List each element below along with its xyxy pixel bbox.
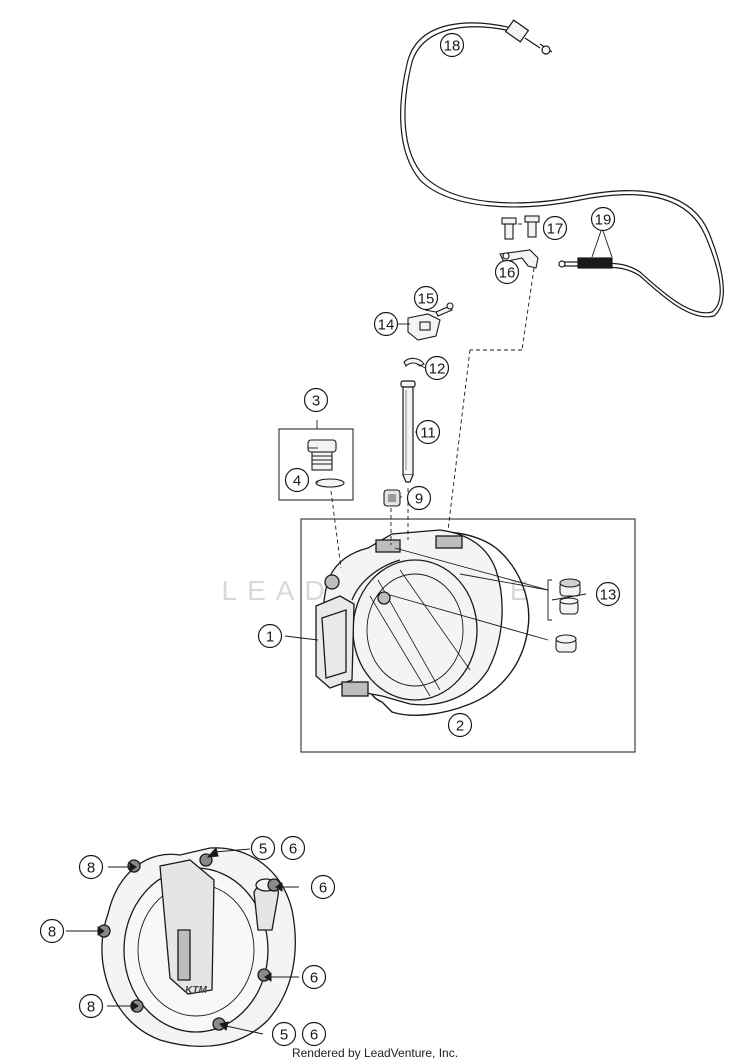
callout-number: 4 <box>293 473 301 490</box>
callout-circle <box>250 835 276 861</box>
callout-c9: 9 <box>406 485 432 511</box>
callout-c16: 16 <box>494 259 520 285</box>
callout-circle <box>78 854 104 880</box>
callout-c14: 14 <box>373 311 399 337</box>
callout-c4: 4 <box>284 467 310 493</box>
callout-circle <box>301 964 327 990</box>
leader-lines <box>284 223 613 641</box>
callout-c1: 1 <box>257 623 283 649</box>
callout-c8c: 8 <box>78 993 104 1019</box>
callout-circle <box>271 1021 297 1047</box>
callout-number: 15 <box>418 291 435 308</box>
callout-number: 3 <box>312 393 320 410</box>
callout-circle <box>595 581 621 607</box>
callout-circle <box>78 993 104 1019</box>
svg-text:KTM: KTM <box>185 985 207 996</box>
callout-c6a: 6 <box>280 835 306 861</box>
callout-circle <box>406 485 432 511</box>
assembled-clutch-cover: KTM <box>97 847 296 1048</box>
oil-filler-plug <box>307 439 345 488</box>
callout-number: 18 <box>444 38 461 55</box>
callout-c6d: 6 <box>301 1021 327 1047</box>
callout-circle <box>373 311 399 337</box>
callout-number: 6 <box>310 1027 318 1044</box>
callout-number: 8 <box>87 860 95 877</box>
callout-number: 11 <box>420 425 436 442</box>
lower-leader-arrows <box>66 846 299 1035</box>
callout-c5b: 5 <box>271 1021 297 1047</box>
callout-number: 12 <box>429 361 446 378</box>
oil-plug-group-box <box>278 428 354 501</box>
callout-number: 1 <box>266 629 274 646</box>
callout-circle <box>424 355 450 381</box>
callout-circle <box>415 419 441 445</box>
clutch-cover-group-box <box>300 518 636 753</box>
callout-c11: 11 <box>415 419 441 445</box>
callout-number: 16 <box>499 265 516 282</box>
callout-circle <box>257 623 283 649</box>
callout-number: 6 <box>310 970 318 987</box>
callout-c8a: 8 <box>78 854 104 880</box>
clutch-cable <box>400 19 724 318</box>
callout-circle <box>301 1021 327 1047</box>
callout-c5a: 5 <box>250 835 276 861</box>
bushings-13 <box>555 578 581 653</box>
callout-circle <box>439 32 465 58</box>
callout-number: 13 <box>600 587 617 604</box>
callout-c18: 18 <box>439 32 465 58</box>
callout-c13: 13 <box>595 581 621 607</box>
callout-number: 5 <box>280 1027 288 1044</box>
callout-number: 6 <box>319 880 327 897</box>
callout-c6b: 6 <box>310 874 336 900</box>
callout-number: 14 <box>378 317 395 334</box>
callout-c3: 3 <box>303 387 329 413</box>
callout-number: 9 <box>415 491 423 508</box>
callout-circle <box>413 285 439 311</box>
callout-number: 8 <box>48 924 56 941</box>
callout-circle <box>284 467 310 493</box>
callout-c19: 19 <box>590 206 616 232</box>
callout-c8b: 8 <box>39 918 65 944</box>
callout-circle <box>542 215 568 241</box>
callout-number: 17 <box>547 221 564 238</box>
callout-number: 6 <box>289 841 297 858</box>
callout-circle <box>303 387 329 413</box>
callout-c12: 12 <box>424 355 450 381</box>
callout-circle <box>494 259 520 285</box>
callout-number: 2 <box>456 718 464 735</box>
footer-credit: Rendered by LeadVenture, Inc. <box>291 1046 459 1060</box>
callout-number: 8 <box>87 999 95 1016</box>
callout-c15: 15 <box>413 285 439 311</box>
callout-c2: 2 <box>447 712 473 738</box>
callout-c17: 17 <box>542 215 568 241</box>
callout-c6c: 6 <box>301 964 327 990</box>
callout-circle <box>590 206 616 232</box>
callout-number: 19 <box>595 212 612 229</box>
push-rod <box>400 380 416 483</box>
callout-circle <box>310 874 336 900</box>
callout-circle <box>39 918 65 944</box>
cover-gasket <box>357 531 530 716</box>
callout-number: 5 <box>259 841 267 858</box>
callout-circle <box>280 835 306 861</box>
clutch-cover <box>315 529 503 706</box>
callout-circle <box>447 712 473 738</box>
seal-9 <box>383 489 401 507</box>
